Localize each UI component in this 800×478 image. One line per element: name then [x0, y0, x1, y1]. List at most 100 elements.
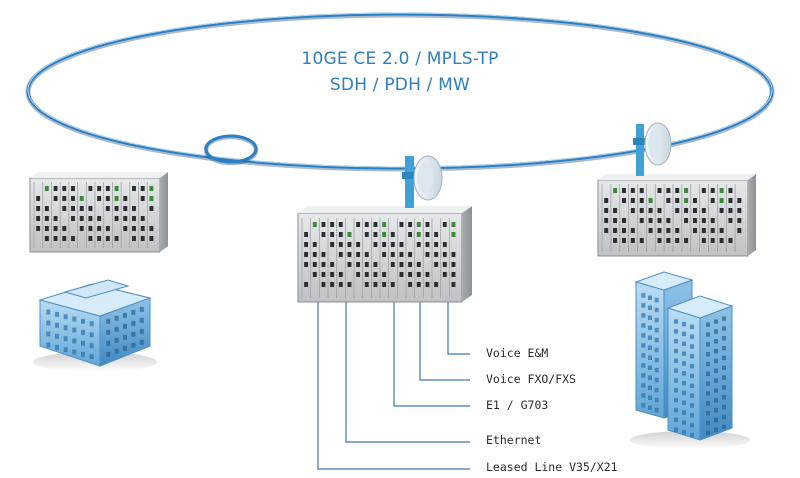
chassis-port	[399, 242, 404, 247]
chassis-port	[114, 186, 119, 191]
building-window	[654, 317, 659, 323]
chassis-port	[710, 198, 715, 203]
building-window	[674, 368, 678, 373]
chassis-port	[330, 262, 335, 267]
chassis-port	[425, 232, 430, 237]
building-window	[706, 371, 710, 377]
building-window	[641, 403, 646, 408]
chassis-port	[338, 242, 343, 247]
building-window	[682, 331, 686, 337]
chassis-port	[88, 226, 93, 231]
building-window	[706, 361, 710, 367]
building-window	[123, 334, 127, 340]
chassis-port	[710, 188, 715, 193]
building-window	[682, 371, 686, 376]
chassis-port	[434, 252, 439, 257]
chassis-port	[382, 222, 387, 227]
building-window	[706, 391, 710, 396]
chassis-port	[613, 188, 618, 193]
chassis-port	[666, 228, 671, 233]
building-window	[714, 378, 718, 383]
chassis-port	[312, 252, 317, 257]
building-window	[682, 361, 686, 366]
building-window	[690, 324, 694, 330]
chassis-port	[382, 282, 387, 287]
chassis-port	[338, 272, 343, 277]
building-window	[654, 357, 659, 363]
chassis-port	[356, 222, 361, 227]
chassis-port	[321, 262, 326, 267]
building-window	[674, 358, 678, 364]
building-window	[674, 417, 678, 423]
chassis-port	[132, 226, 136, 231]
building-window	[682, 400, 686, 406]
chassis-port	[62, 226, 67, 231]
chassis-port	[105, 206, 110, 211]
chassis-port	[62, 196, 67, 201]
chassis-port	[382, 252, 387, 257]
chassis-port	[710, 218, 715, 223]
building-window	[648, 315, 652, 320]
building-window	[641, 363, 646, 368]
building-window	[46, 342, 51, 348]
chassis-port	[692, 198, 697, 203]
label-leased-line: Leased Line V35/X21	[486, 460, 618, 474]
building-window	[674, 427, 678, 432]
building-window	[722, 326, 726, 331]
chassis-port	[79, 206, 84, 211]
label-ethernet: Ethernet	[486, 433, 542, 447]
building-window	[46, 309, 51, 315]
chassis-port	[657, 238, 662, 243]
building-window	[114, 348, 119, 354]
chassis-port	[36, 216, 41, 221]
chassis-port	[44, 226, 49, 231]
chassis-port	[304, 252, 309, 257]
chassis-port	[684, 198, 689, 203]
label-voice-fxo-fxs: Voice FXO/FXS	[486, 372, 577, 386]
chassis-port	[630, 198, 635, 203]
chassis-port	[312, 272, 317, 277]
chassis-port	[347, 242, 352, 247]
chassis-port	[97, 216, 102, 221]
chassis-port	[613, 238, 618, 243]
building-window	[641, 373, 646, 378]
chassis-port	[304, 242, 309, 247]
chassis-port	[373, 242, 378, 247]
chassis-port	[62, 186, 67, 191]
building-window	[706, 351, 710, 357]
building-window	[654, 297, 659, 303]
building-window	[706, 342, 710, 347]
label-e1-g703: E1 / G703	[486, 398, 549, 412]
building-window	[123, 345, 127, 351]
chassis-port	[408, 232, 413, 237]
building-window	[641, 333, 646, 338]
chassis-port	[416, 232, 421, 237]
building-window	[648, 335, 652, 340]
chassis-port	[114, 236, 119, 241]
building-window	[706, 420, 710, 426]
building-window	[106, 351, 111, 357]
chassis-port	[451, 222, 456, 227]
building-window	[654, 387, 659, 393]
building-window	[706, 381, 710, 386]
chassis-port	[373, 282, 378, 287]
chassis-port	[737, 218, 742, 223]
chassis-port	[321, 272, 326, 277]
chassis-port	[701, 238, 706, 243]
chassis-port	[675, 208, 680, 213]
building-window	[654, 367, 659, 373]
chassis-port	[364, 222, 369, 227]
building-window	[648, 355, 652, 360]
building-window	[641, 343, 646, 348]
chassis-port	[364, 262, 369, 267]
building-window	[722, 414, 726, 420]
building-window	[722, 395, 726, 400]
building-window	[114, 315, 119, 321]
building-window	[55, 333, 59, 339]
chassis-port	[88, 236, 93, 241]
chassis-port	[657, 188, 662, 193]
chassis-port	[639, 188, 644, 193]
building-window	[123, 323, 127, 329]
building-window	[106, 340, 111, 346]
chassis-port	[44, 216, 49, 221]
